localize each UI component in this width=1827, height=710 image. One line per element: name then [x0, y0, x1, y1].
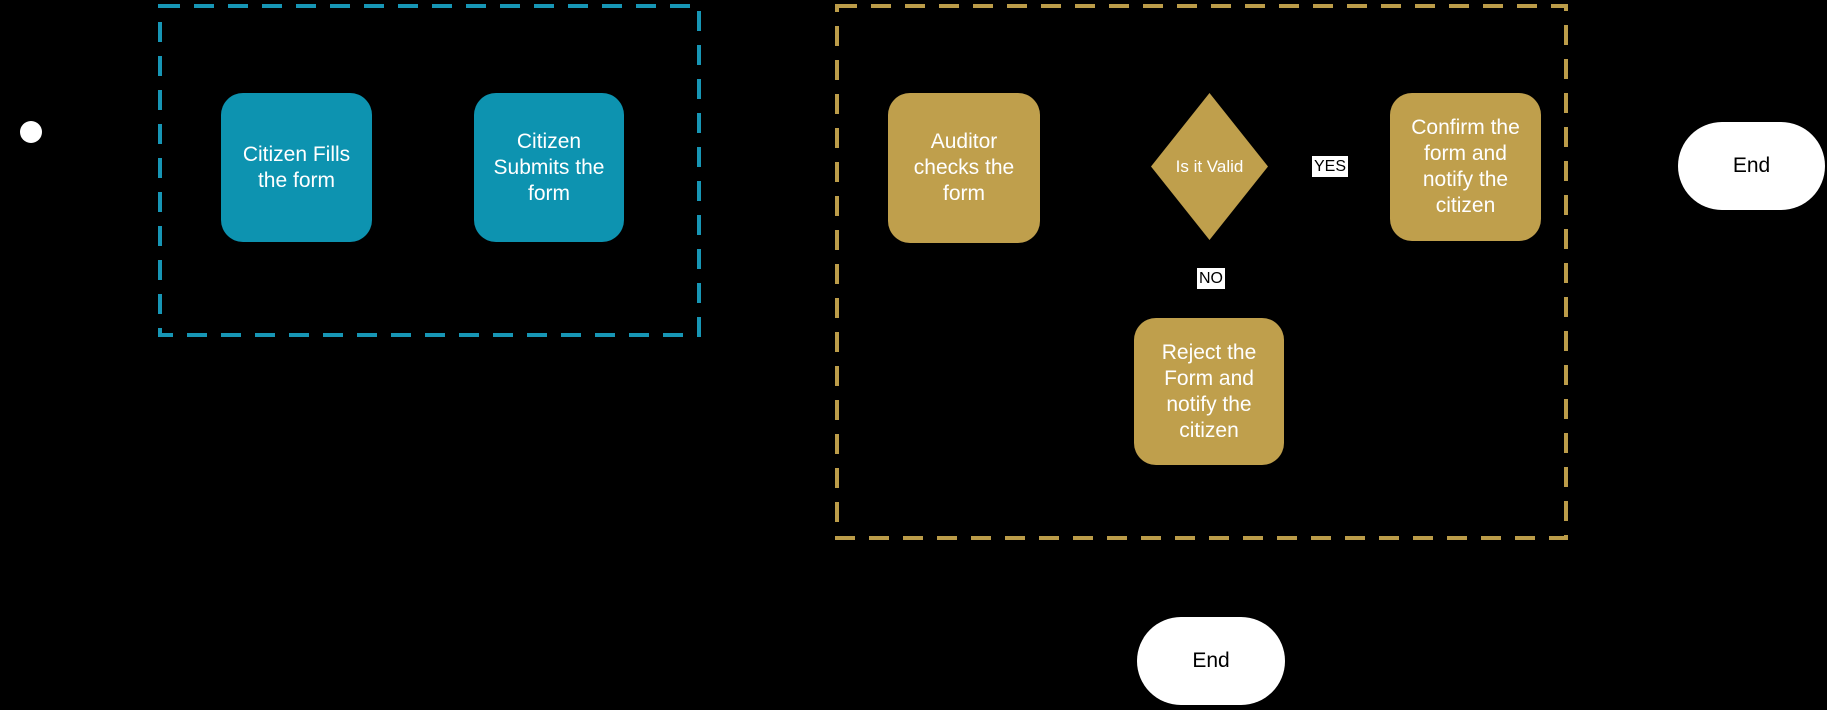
node-citizen-submits-form-label: Citizen Submits the form: [493, 129, 605, 205]
node-reject-form-notify-label: Reject the Form and notify the citizen: [1161, 340, 1257, 442]
start-node: [20, 121, 42, 143]
end-node-right: End: [1678, 122, 1825, 210]
lane-auditor-border: [835, 4, 1568, 540]
end-node-bottom-label: End: [1192, 649, 1230, 672]
edge-label-no: NO: [1197, 268, 1225, 289]
end-node-bottom: End: [1137, 617, 1285, 705]
node-auditor-checks-form: Auditor checks the form: [888, 93, 1040, 243]
node-reject-form-notify: Reject the Form and notify the citizen: [1134, 318, 1284, 465]
node-citizen-fills-form: Citizen Fills the form: [221, 93, 372, 242]
edge-label-yes: YES: [1312, 156, 1349, 177]
node-citizen-submits-form: Citizen Submits the form: [474, 93, 624, 242]
node-citizen-fills-form-label: Citizen Fills the form: [242, 142, 351, 192]
lane-citizen-border: [158, 4, 701, 337]
node-confirm-form-notify-label: Confirm the form and notify the citizen: [1411, 116, 1520, 217]
node-confirm-form-notify: Confirm the form and notify the citizen: [1390, 93, 1541, 241]
node-auditor-checks-form-label: Auditor checks the form: [913, 130, 1015, 205]
decision-is-it-valid-label: Is it Valid: [1175, 156, 1244, 176]
end-node-right-label: End: [1732, 154, 1771, 177]
